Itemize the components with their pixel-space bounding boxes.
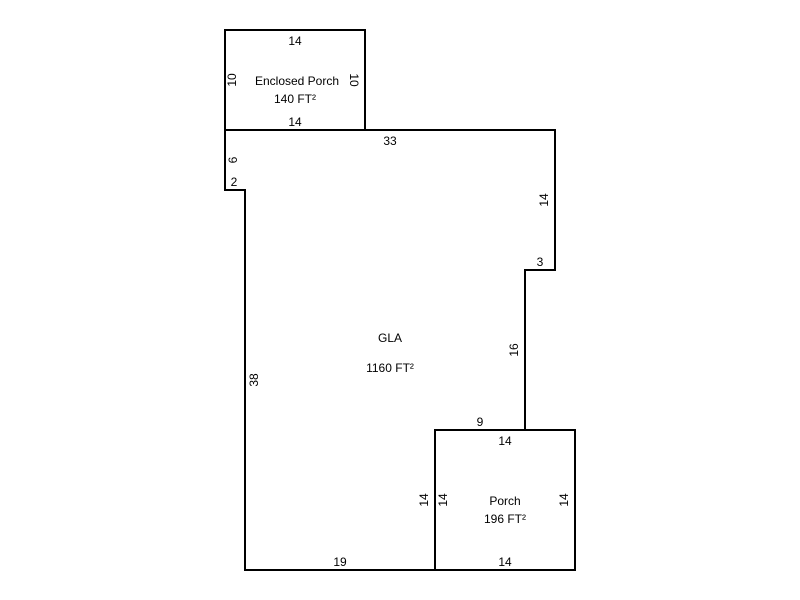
porch-name: Porch (489, 494, 520, 508)
porch-outline (434, 429, 576, 571)
enclosed-porch-bottom-dim: 14 (288, 115, 302, 129)
gla-step-right-dim: 3 (537, 255, 544, 269)
gla-step-left-dim: 2 (231, 175, 238, 189)
gla-left-dim: 38 (247, 373, 261, 387)
gla-name: GLA (378, 331, 402, 345)
enclosed-porch-top-dim: 14 (288, 34, 302, 48)
enclosed-porch-right-dim: 10 (347, 73, 361, 87)
porch-top-dim: 14 (498, 434, 512, 448)
gla-inner-bottom-dim: 9 (477, 415, 484, 429)
porch-left-dim: 14 (436, 493, 450, 507)
enclosed-porch-area: 140 FT² (274, 92, 316, 106)
porch-area: 196 FT² (484, 512, 526, 526)
enclosed-porch-name: Enclosed Porch (255, 74, 339, 88)
gla-right-lower-dim: 16 (507, 343, 521, 357)
gla-porch-side-dim: 14 (417, 493, 431, 507)
gla-area: 1160 FT² (366, 361, 414, 375)
gla-left-upper-dim: 6 (226, 156, 240, 163)
porch-bottom-dim: 14 (498, 555, 512, 569)
enclosed-porch-left-dim: 10 (225, 73, 239, 87)
gla-top-dim: 33 (383, 134, 397, 148)
gla-right-upper-dim: 14 (537, 193, 551, 207)
gla-bottom-dim: 19 (333, 555, 347, 569)
porch-right-dim: 14 (557, 493, 571, 507)
